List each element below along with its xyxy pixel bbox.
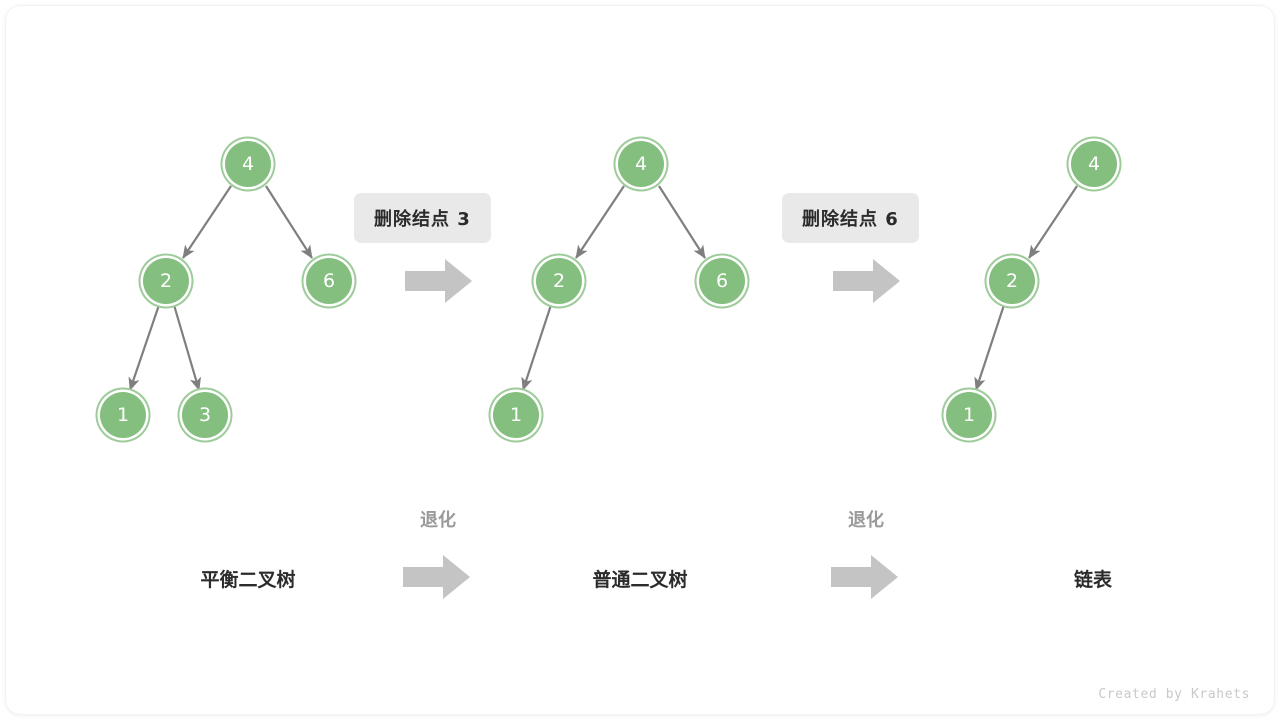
tree-node[interactable]: 4 (225, 141, 271, 187)
tree-node[interactable]: 1 (100, 392, 146, 438)
credit-text: Created by Krahets (1098, 687, 1250, 702)
tree-node[interactable]: 1 (946, 392, 992, 438)
degenerate-arrow-1 (403, 555, 470, 599)
edge-2-3 (172, 304, 202, 391)
edge-4-6 (658, 185, 706, 259)
tree-node[interactable]: 4 (618, 141, 664, 187)
edge-2-1 (128, 304, 161, 391)
caption-linked-list: 链表 (1073, 569, 1113, 591)
degenerate-arrow-2 (831, 555, 898, 599)
edge-4-2 (1028, 185, 1078, 259)
tree-node[interactable]: 4 (1071, 141, 1117, 187)
tree-node[interactable]: 6 (306, 258, 352, 304)
step-label-delete-3: 删除结点 3 (354, 193, 491, 243)
transition-arrow-delete-6 (833, 259, 900, 303)
degenerate-label-1: 退化 (420, 510, 456, 531)
figure-frame (6, 6, 1274, 714)
transition-arrow-delete-3 (405, 259, 472, 303)
tree-node[interactable]: 6 (699, 258, 745, 304)
step-label-delete-6: 删除结点 6 (782, 193, 919, 243)
tree-node[interactable]: 2 (536, 258, 582, 304)
edge-2-1 (974, 304, 1006, 391)
degenerate-label-2: 退化 (848, 510, 884, 531)
edge-4-6 (265, 185, 313, 259)
tree-node[interactable]: 3 (182, 392, 228, 438)
tree-node[interactable]: 2 (989, 258, 1035, 304)
edge-4-2 (575, 185, 625, 259)
edge-4-2 (182, 185, 232, 259)
caption-balanced-tree: 平衡二叉树 (200, 569, 296, 591)
tree-node[interactable]: 1 (493, 392, 539, 438)
tree-node[interactable]: 2 (143, 258, 189, 304)
caption-ordinary-tree: 普通二叉树 (592, 569, 688, 591)
edge-2-1 (521, 304, 553, 391)
